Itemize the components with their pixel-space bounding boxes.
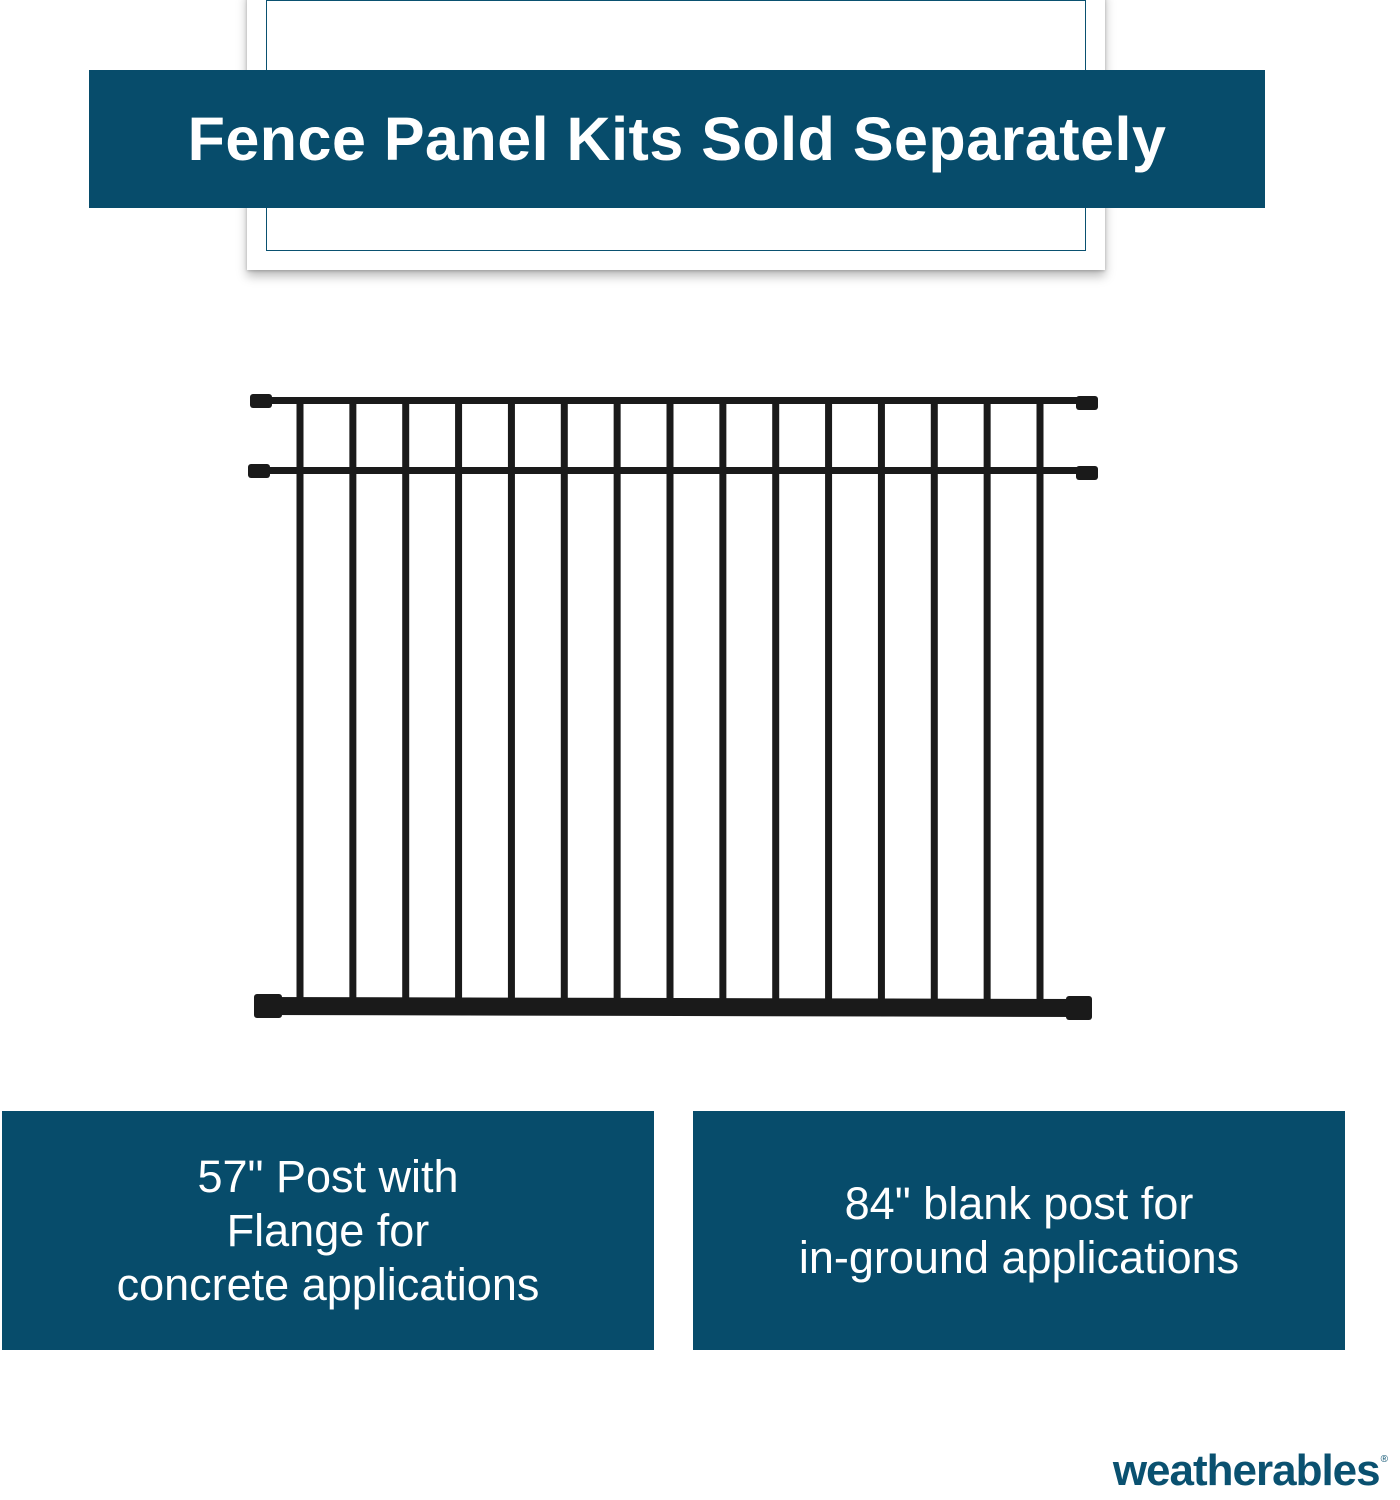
fence-picket xyxy=(772,401,780,1003)
brand-logo: weatherables ® xyxy=(1113,1446,1388,1496)
info-box-blank-post: 84" blank post for in-ground application… xyxy=(693,1111,1345,1350)
fence-picket xyxy=(983,401,991,1003)
info-box-blank-post-text: 84" blank post for in-ground application… xyxy=(798,1177,1240,1283)
fence-rail-cap xyxy=(250,394,272,408)
fence-top-rail xyxy=(252,397,1096,404)
fence-picket xyxy=(455,401,463,1003)
fence-picket xyxy=(560,401,568,1003)
fence-picket xyxy=(402,401,410,1003)
fence-rail-cap xyxy=(1066,996,1092,1020)
fence-panel-image xyxy=(248,394,1098,1020)
fence-picket xyxy=(507,401,515,1003)
fence-picket xyxy=(296,401,304,1003)
fence-picket xyxy=(877,401,885,1003)
fence-bottom-rail xyxy=(256,997,1090,1017)
fence-rail-cap xyxy=(1076,396,1098,410)
fence-picket xyxy=(613,401,621,1003)
fence-middle-rail xyxy=(250,467,1096,474)
fence-picket xyxy=(930,401,938,1003)
fence-picket xyxy=(825,401,833,1003)
fence-rail-cap xyxy=(248,464,270,478)
info-box-flange-post: 57" Post with Flange for concrete applic… xyxy=(2,1111,654,1350)
brand-logo-text: weatherables xyxy=(1112,1446,1381,1495)
fence-picket xyxy=(349,401,357,1003)
fence-rail-cap xyxy=(1076,466,1098,480)
info-box-flange-post-text: 57" Post with Flange for concrete applic… xyxy=(116,1150,540,1310)
fence-picket xyxy=(719,401,727,1003)
fence-rail-cap xyxy=(254,994,282,1018)
title-banner: Fence Panel Kits Sold Separately xyxy=(89,70,1265,208)
fence-picket xyxy=(1036,401,1044,1003)
page-title: Fence Panel Kits Sold Separately xyxy=(187,105,1167,173)
fence-picket xyxy=(666,401,674,1003)
registered-mark: ® xyxy=(1380,1454,1388,1465)
